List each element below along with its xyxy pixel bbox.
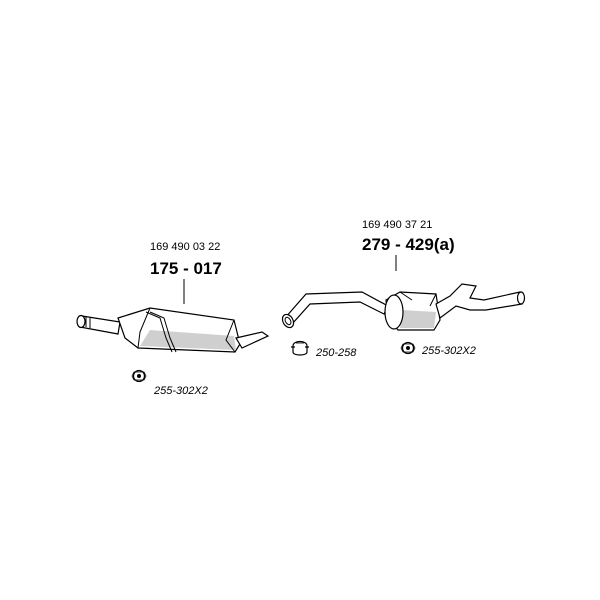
middle-silencer-group: 169 490 03 22 175 - 017 255-3 [76,241,270,397]
middle-silencer-strap [145,311,173,353]
middle-silencer-drawing [76,307,270,353]
hanger-2: 255-302X2 [400,341,476,357]
accessory-code-2: 250-258 [315,347,357,359]
rear-tailpipe-end [516,291,526,305]
rear-silencer-front-cap [384,294,404,330]
oem-number-2: 169 490 37 21 [362,219,432,231]
rear-inlet-pipe-bore [284,316,292,326]
inlet-pipe-end [76,314,86,329]
hanger-1: 255-302X2 [131,369,208,397]
middle-silencer-strap-2 [149,311,177,353]
clamp-1: 250-258 [291,340,357,359]
rubber-hanger-icon [400,341,416,355]
middle-silencer-shade [140,330,236,350]
accessory-code-3: 255-302X2 [421,345,476,357]
rear-tailpipe [435,283,523,320]
rubber-hanger-icon [131,369,147,383]
rear-silencer-group: 169 490 37 21 279 - 429(a) 250-258 [281,219,526,359]
middle-silencer-front-edge [137,307,151,349]
rear-silencer-seams [399,291,437,307]
inlet-pipe-ridges [85,317,91,328]
rear-silencer-drawing [281,283,526,331]
middle-silencer-rear-edge [225,319,236,353]
oem-number-1: 169 490 03 22 [150,241,220,253]
rear-inlet-pipe [284,291,389,325]
outlet-pipe [235,331,270,349]
part-number-1: 175 - 017 [150,259,222,278]
rear-silencer-shade [400,310,436,328]
accessory-code-1: 255-302X2 [153,385,208,397]
part-number-2: 279 - 429(a) [362,235,455,254]
pipe-clamp-icon [291,340,309,356]
